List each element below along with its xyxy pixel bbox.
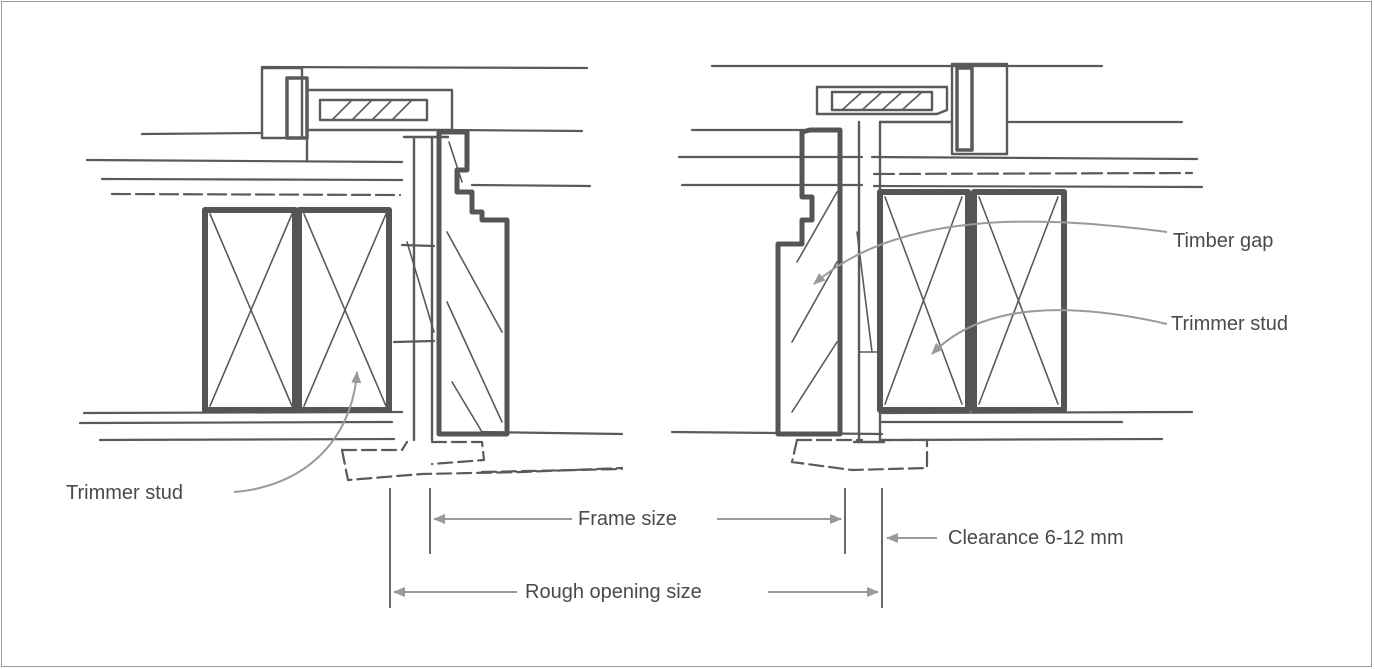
dimension-arrows bbox=[393, 514, 937, 597]
right-head-blocks bbox=[815, 62, 1009, 156]
left-floor-dashed bbox=[340, 440, 624, 482]
timber-gap-leader bbox=[813, 220, 1168, 285]
right-trimmer-studs bbox=[877, 189, 1067, 413]
right-door-jamb bbox=[775, 127, 843, 437]
trimmer-stud-left-label: Trimmer stud bbox=[66, 482, 184, 504]
frame-size-label: Frame size bbox=[578, 508, 677, 530]
trimmer-stud-left-leader bbox=[233, 371, 362, 493]
dimension-lines bbox=[389, 488, 883, 608]
trimmer-stud-right-leader bbox=[931, 309, 1168, 355]
trimmer-stud-right-label: Trimmer stud bbox=[1171, 313, 1289, 335]
right-jamb-section bbox=[480, 62, 1204, 474]
rough-opening-label: Rough opening size bbox=[525, 581, 702, 603]
left-jamb-section bbox=[78, 65, 624, 482]
left-wall-lines bbox=[78, 65, 624, 442]
left-door-jamb bbox=[436, 129, 510, 437]
leader-lines bbox=[233, 220, 1168, 493]
right-floor-dashed bbox=[480, 438, 929, 474]
left-head-blocks bbox=[260, 66, 454, 162]
clearance-label: Clearance 6-12 mm bbox=[948, 527, 1124, 549]
timber-gap-label: Timber gap bbox=[1173, 230, 1274, 252]
left-gap-post bbox=[402, 135, 450, 442]
left-trimmer-studs bbox=[202, 207, 392, 413]
